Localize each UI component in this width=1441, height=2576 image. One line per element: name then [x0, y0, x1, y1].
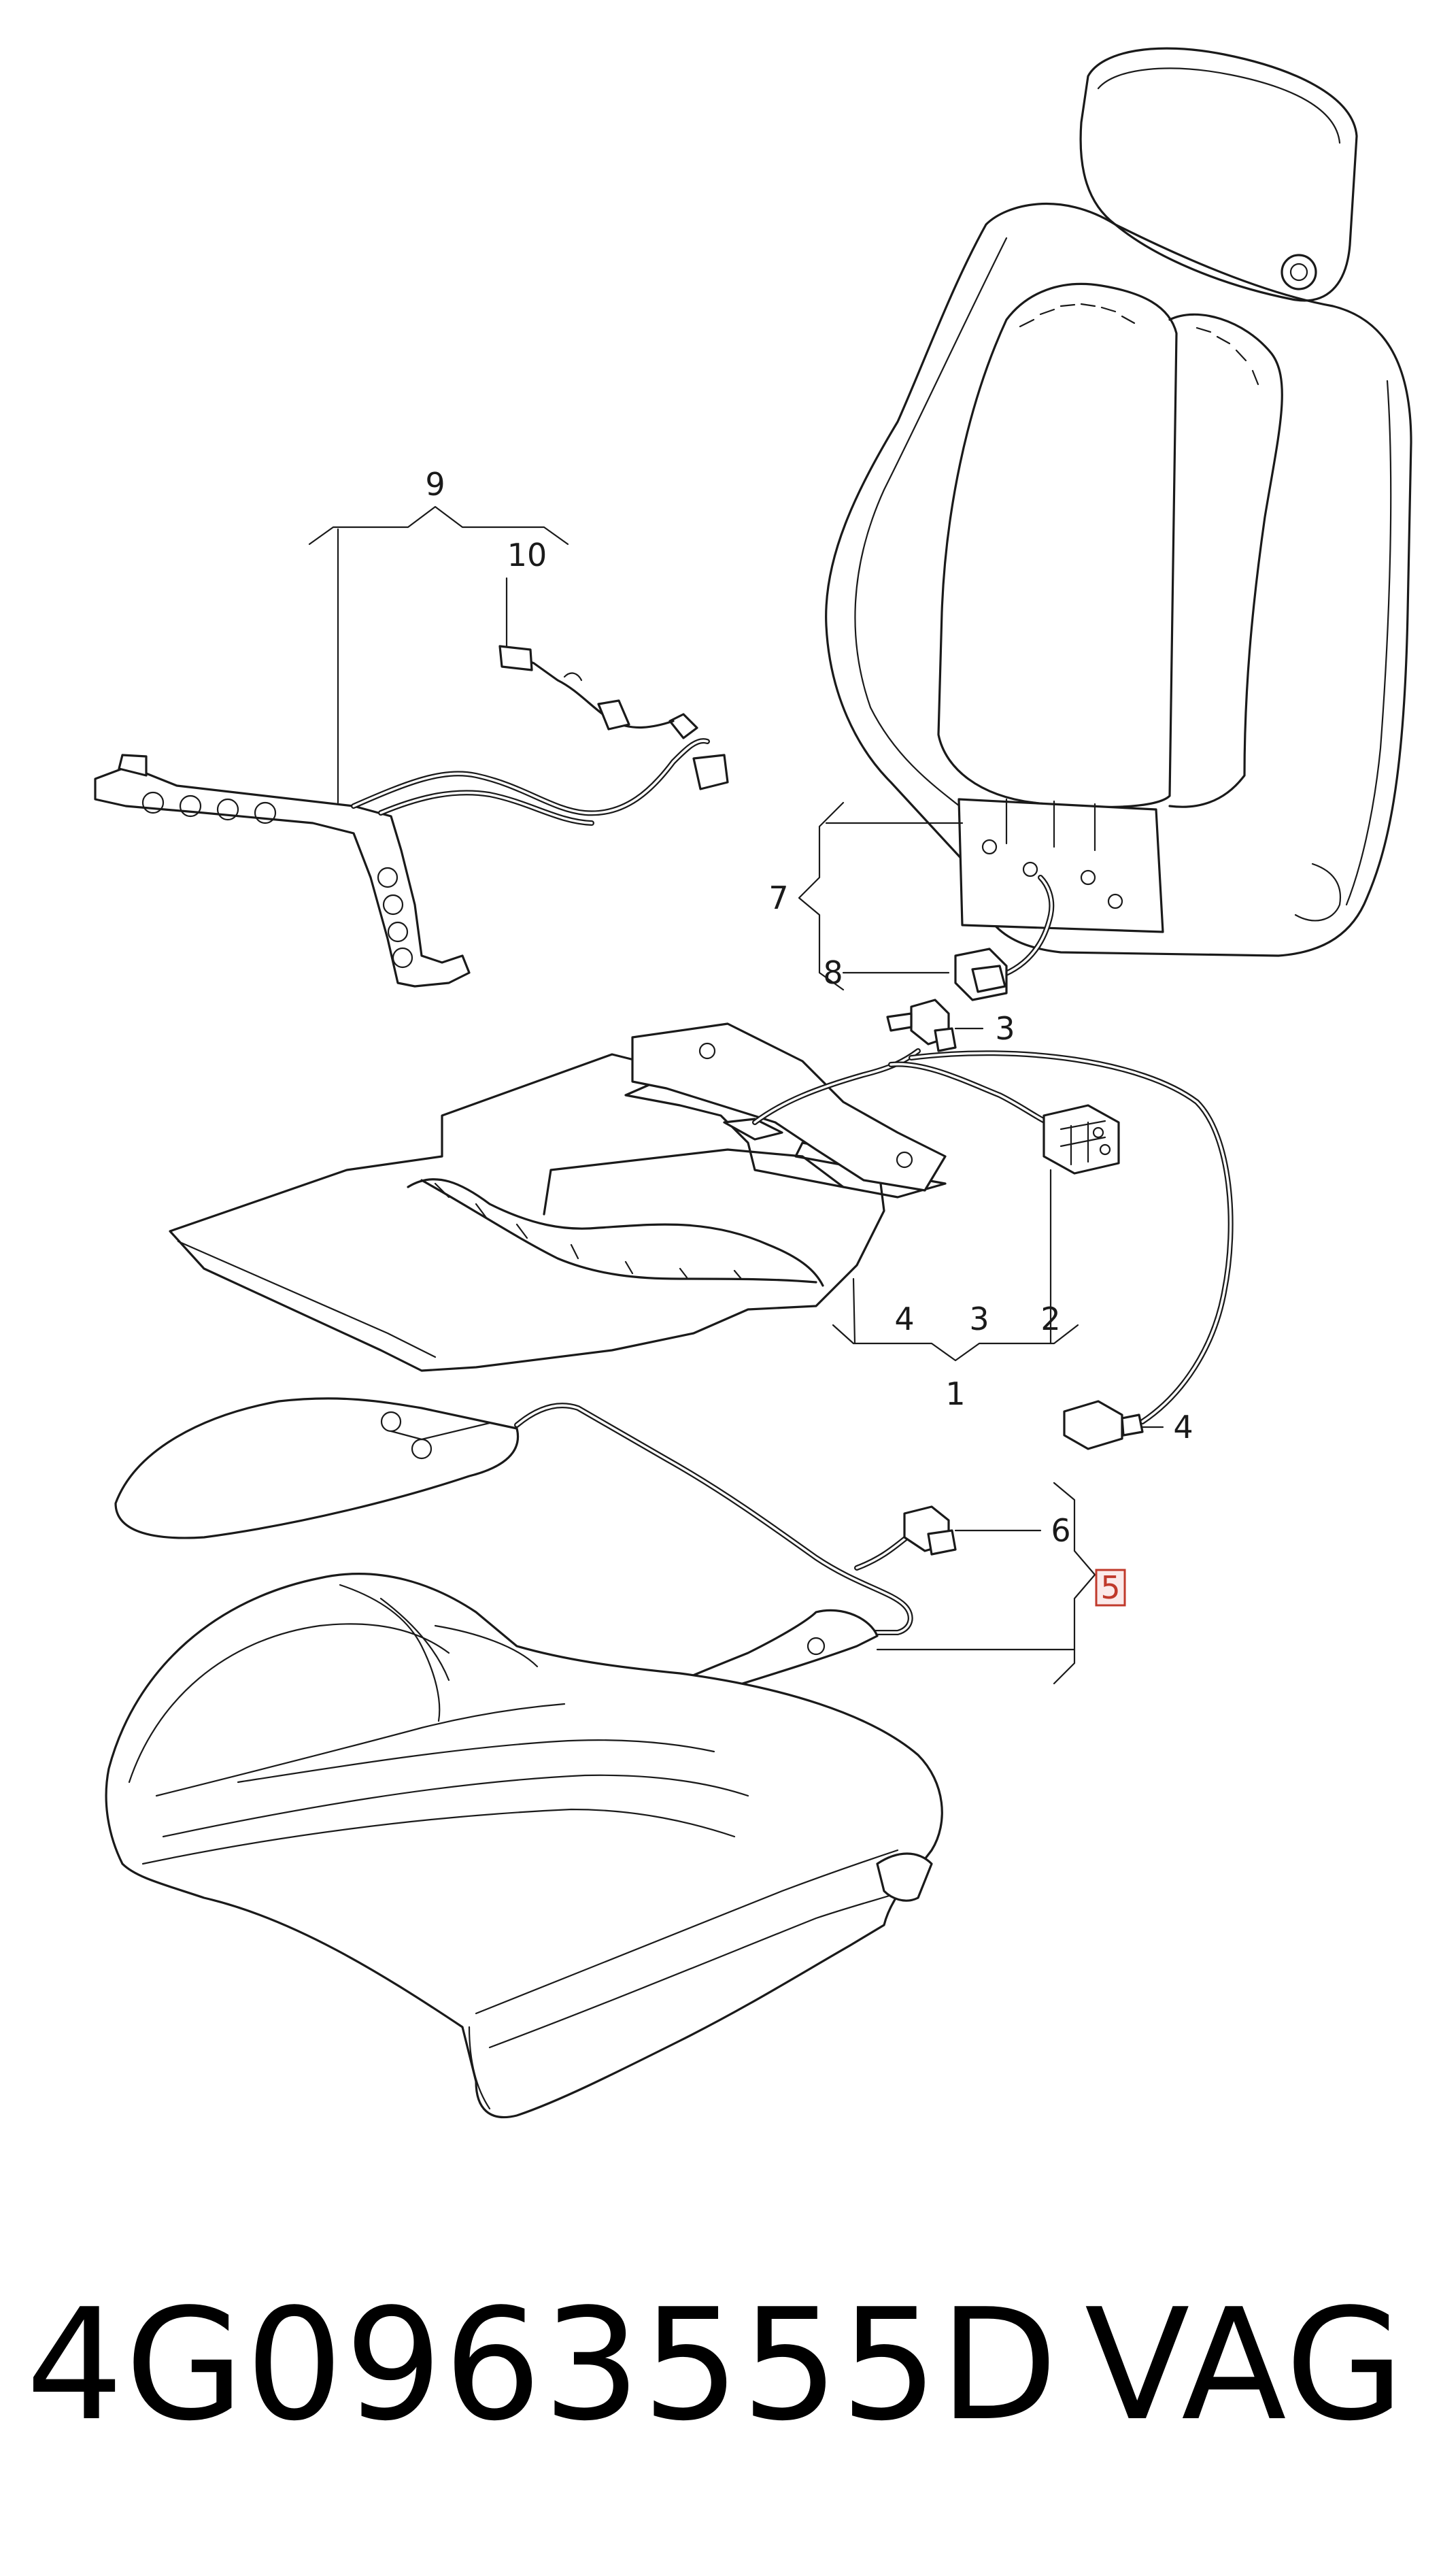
seat-backrest: [825, 47, 1412, 957]
label-1: 1: [945, 1375, 965, 1412]
label-3-bracket: 3: [969, 1301, 989, 1337]
label-8: 8: [823, 954, 843, 991]
mat-wiring-harness: [752, 875, 1234, 1424]
seat-heating-mat: [169, 1022, 947, 1372]
label-1-bracket: [832, 1169, 1079, 1362]
label-6: 6: [1051, 1512, 1070, 1549]
label-4: 4: [1173, 1409, 1193, 1445]
label-5: 5: [1100, 1569, 1120, 1606]
label-5-highlight-box: [1095, 1569, 1126, 1607]
connector-8: [954, 948, 1008, 1001]
label-9-bracket: [308, 505, 569, 804]
brand-name: VAG: [1085, 2276, 1406, 2455]
label-5-bracket: [876, 1482, 1096, 1685]
label-9: 9: [425, 466, 445, 503]
wiring-harness-9: [94, 713, 729, 988]
connector-4-lower: [1063, 1400, 1144, 1450]
connector-3-upper: [886, 999, 957, 1052]
part-number: 4G0963555D: [26, 2276, 1059, 2455]
connector-2: [1042, 1104, 1120, 1175]
label-10: 10: [507, 537, 547, 573]
wire-10: [498, 645, 675, 731]
label-7-bracket: [798, 801, 964, 991]
label-4-bracket: 4: [894, 1301, 914, 1337]
label-3: 3: [995, 1010, 1015, 1047]
seat-cushion: [105, 1573, 943, 2119]
label-7: 7: [768, 880, 788, 916]
label-2: 2: [1040, 1301, 1060, 1337]
